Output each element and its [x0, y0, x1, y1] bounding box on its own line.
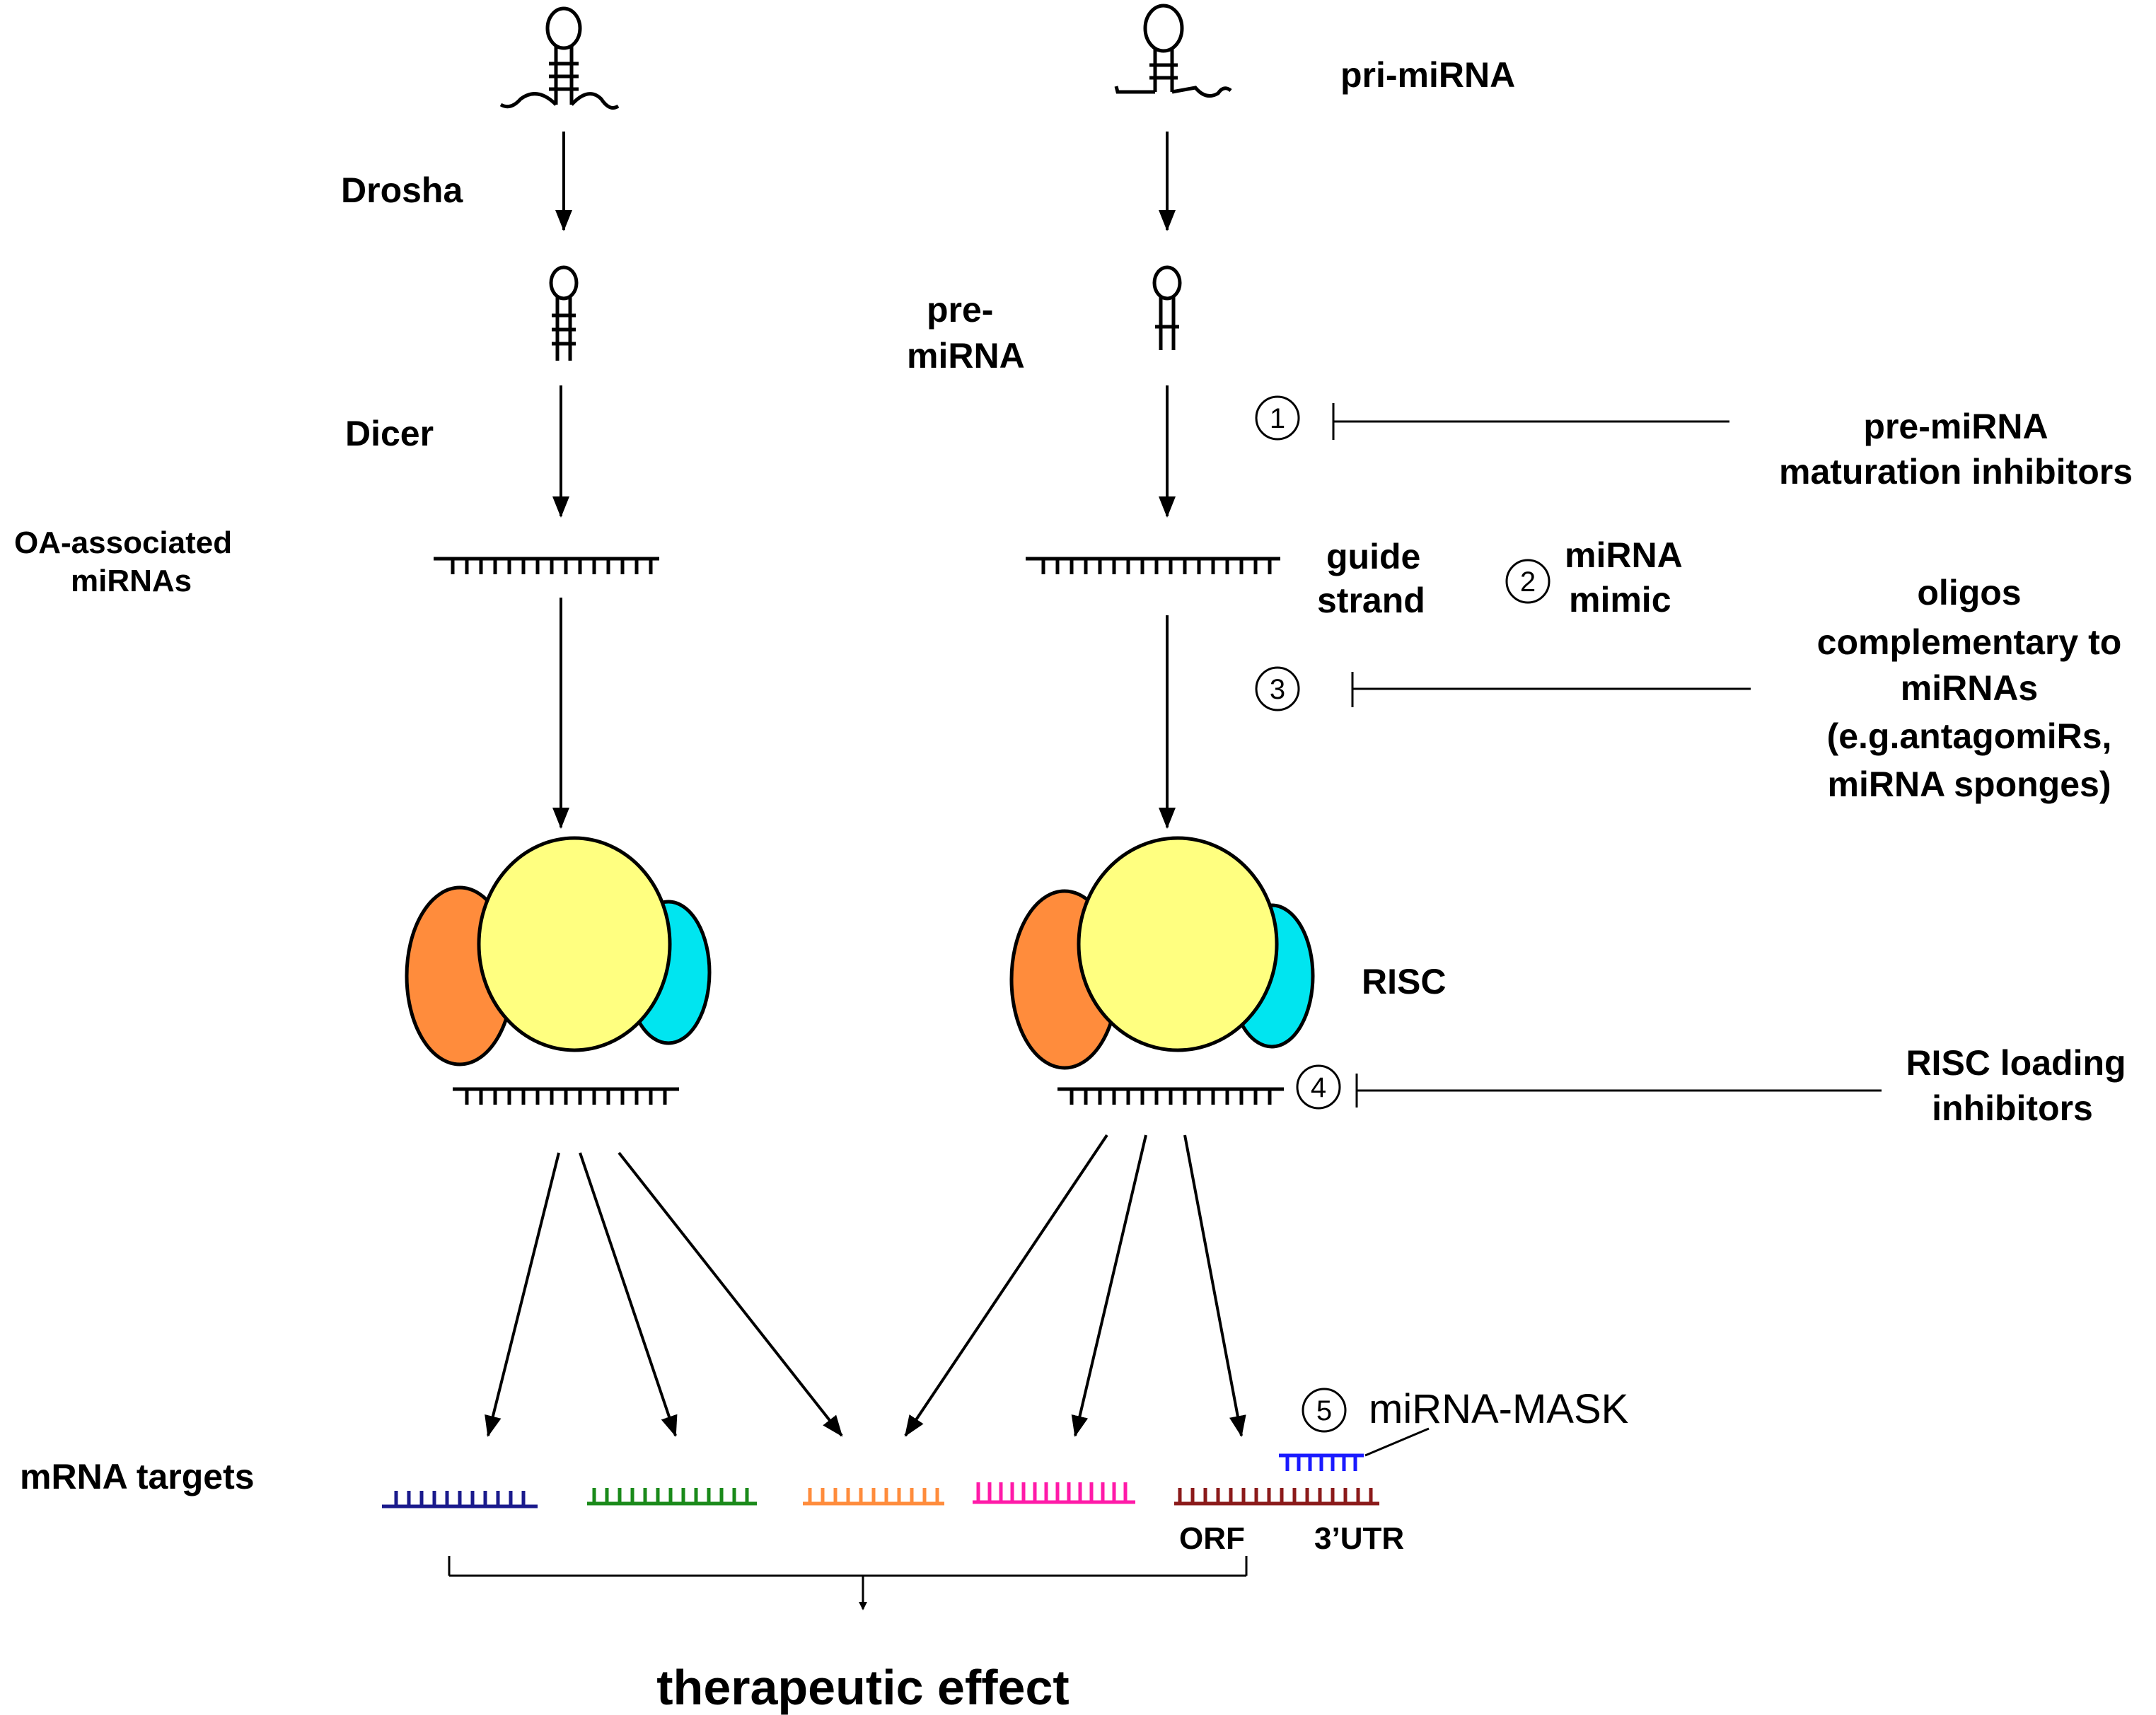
label-mrna-targets: mRNA targets [20, 1457, 255, 1496]
mrna-target-2 [587, 1488, 757, 1506]
intervention-1-line2: maturation inhibitors [1779, 452, 2133, 492]
svg-text:2: 2 [1520, 566, 1536, 598]
svg-text:3: 3 [1270, 674, 1285, 705]
left-pri-mirna-hairpin [499, 6, 620, 110]
label-guide: guide [1326, 537, 1420, 576]
label-therapeutic-effect: therapeutic effect [656, 1660, 1069, 1715]
intervention-4-line2: inhibitors [1932, 1088, 2093, 1128]
inhibitor-line-1 [1332, 403, 1729, 440]
mrna-target-3 [803, 1488, 944, 1506]
mask-leader-line [1364, 1427, 1430, 1457]
right-mature-mirna [1026, 557, 1280, 574]
circle-3: 3 [1255, 666, 1300, 711]
inhibitor-line-4 [1355, 1074, 1882, 1108]
svg-text:1: 1 [1270, 403, 1285, 434]
right-risc-complex [1009, 836, 1315, 1070]
circle-5: 5 [1302, 1388, 1347, 1433]
circle-4: 4 [1296, 1064, 1341, 1110]
label-pri-mirna: pri-miRNA [1340, 55, 1515, 95]
targeting-arrows [485, 1134, 1246, 1437]
label-oa-associated-2: miRNAs [71, 564, 192, 598]
intervention-3-line2: complementary to [1817, 622, 2122, 662]
intervention-3-line1: oligos [1917, 573, 2021, 612]
circle-1: 1 [1255, 395, 1300, 441]
intervention-3-line4: (e.g.antagomiRs, [1827, 716, 2112, 756]
label-drosha: Drosha [341, 170, 463, 210]
mrna-target-1 [382, 1491, 538, 1508]
svg-text:5: 5 [1316, 1395, 1332, 1426]
inhibitor-line-3 [1351, 672, 1751, 707]
label-strand: strand [1317, 581, 1425, 620]
right-pre-mirna-hairpin [1152, 265, 1182, 350]
intervention-4-line1: RISC loading [1906, 1043, 2126, 1083]
right-pri-mirna-hairpin [1114, 4, 1232, 98]
intervention-3-line3: miRNAs [1901, 668, 2038, 708]
left-risc-guide-strand [453, 1087, 679, 1105]
intervention-5-label: miRNA-MASK [1369, 1386, 1629, 1432]
label-dicer: Dicer [345, 414, 434, 453]
mrna-target-5 [1174, 1488, 1379, 1506]
intervention-3-line5: miRNA sponges) [1828, 765, 2111, 804]
mrna-target-4 [973, 1482, 1135, 1504]
label-oa-associated-1: OA-associated [14, 525, 232, 560]
circle-2: 2 [1505, 559, 1551, 604]
therapeutic-bracket [448, 1556, 1248, 1610]
intervention-2-line1: miRNA [1565, 535, 1683, 575]
left-mature-mirna [434, 557, 659, 574]
left-pre-mirna-hairpin [549, 265, 579, 361]
svg-text:4: 4 [1311, 1072, 1326, 1103]
left-risc-complex [405, 836, 712, 1066]
mirna-mask-oligo [1279, 1453, 1364, 1471]
label-pre-mirna-1: pre- [927, 290, 993, 330]
intervention-2-line2: mimic [1569, 580, 1671, 620]
label-pre-mirna-2: miRNA [907, 336, 1025, 376]
right-risc-guide-strand [1057, 1087, 1284, 1105]
label-3utr: 3’UTR [1314, 1521, 1404, 1556]
label-risc: RISC [1362, 962, 1446, 1001]
label-orf: ORF [1179, 1521, 1245, 1556]
intervention-1-line1: pre-miRNA [1863, 407, 2048, 446]
